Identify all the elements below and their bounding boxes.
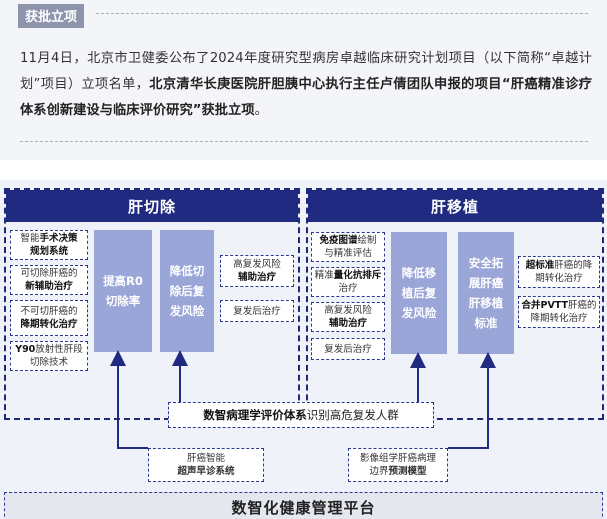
article-paragraph: 11月4日，北京市卫健委公布了2024年度研究型病房卓越临床研究计划项目（以下简… xyxy=(20,46,592,124)
box-bold-text: 预测模型 xyxy=(388,466,427,477)
right-zone xyxy=(306,188,604,420)
adjuvant-therapy-box-left: 高复发风险辅助治疗 xyxy=(220,255,294,287)
box-text: 影像组学肝癌病理 xyxy=(359,453,436,464)
big-box-line: 降低切 xyxy=(169,264,205,278)
tag-divider xyxy=(96,13,588,14)
big-box-line: 展肝癌 xyxy=(468,276,504,290)
box-text: 复发后治疗 xyxy=(324,343,372,355)
box-text: 边界 xyxy=(369,466,389,477)
box-bold-text: 新辅助治疗 xyxy=(25,281,73,292)
reduce-recurrence-transplant-box: 降低移植后复发风险 xyxy=(391,232,447,354)
big-box-line: 肝移植 xyxy=(468,296,504,310)
big-box-line: 发风险 xyxy=(401,306,437,320)
section-tag: 获批立项 xyxy=(18,4,85,28)
paragraph-text-1: 11月4日，北京市卫健委公布了2024年度研究型病房卓越临床研究计划项目（以下简… xyxy=(20,51,592,92)
box-bold-text: 手术决策 xyxy=(39,233,78,244)
box-text: 不可切肝癌的 xyxy=(20,306,78,317)
immune-map-box: 免疫图谱绘制与精准评估 xyxy=(311,232,385,262)
paragraph-bold-text: 北京清华长庚医院肝胆胰中心执行主任卢倩团队申报的项目“肝癌精准诊疗体系创新建设与… xyxy=(20,77,592,118)
y90-segmentectomy-box: Y90放射性肝段切除技术 xyxy=(10,341,88,371)
box-text: 高复发风险 xyxy=(233,259,281,270)
box-text: 肝癌的降期转化治疗 xyxy=(530,300,597,324)
beyond-criteria-downstaging-box: 超标准肝癌的降期转化治疗 xyxy=(518,256,600,288)
paragraph-divider xyxy=(20,141,588,142)
liver-cancer-diagram: 肝切除 肝移植 智能手术决策规划系统 可切除肝癌的新辅助治疗 不可切肝癌的降期转… xyxy=(0,180,607,519)
box-text: 高复发风险 xyxy=(324,305,372,316)
bar-bold-text: 数智病理学评价体系 xyxy=(203,408,307,422)
pvtt-downstaging-box: 合并PVTT肝癌的降期转化治疗 xyxy=(518,296,600,328)
big-box-line: 植后复 xyxy=(401,286,437,300)
box-bold-text: 超声早诊系统 xyxy=(177,466,235,477)
adjuvant-therapy-box-right: 高复发风险辅助治疗 xyxy=(311,302,385,332)
box-bold-text: 超标准 xyxy=(525,260,555,271)
box-bold-text: Y90 xyxy=(15,344,36,355)
box-bold-text: 辅助治疗 xyxy=(328,318,367,329)
box-text: 与精准评估 xyxy=(324,248,372,259)
box-text: 可切除肝癌的 xyxy=(20,268,78,279)
radiomics-prediction-box: 影像组学肝癌病理边界预测模型 xyxy=(348,448,448,482)
left-title: 肝切除 xyxy=(6,190,298,222)
paragraph-text-2: 。 xyxy=(254,103,268,118)
downstaging-therapy-box: 不可切肝癌的降期转化治疗 xyxy=(10,300,88,336)
box-text: 精准 xyxy=(314,270,334,281)
left-zone xyxy=(4,188,300,420)
box-bold-text: 量化抗排斥 xyxy=(333,270,382,281)
big-box-line: 提高R0 xyxy=(103,274,143,288)
flow-arrows xyxy=(110,350,496,449)
improve-r0-box: 提高R0 切除率 xyxy=(94,230,152,352)
box-text: 肝癌智能 xyxy=(186,453,225,464)
big-box-line: 降低移 xyxy=(401,266,437,280)
box-text: 治疗 xyxy=(338,283,358,294)
box-text: 智能 xyxy=(20,233,40,244)
digital-pathology-bar: 数智病理学评价体系识别高危复发人群 xyxy=(168,402,434,428)
box-text: 放射性肝段切除技术 xyxy=(29,344,83,368)
article-section: 获批立项 11月4日，北京市卫健委公布了2024年度研究型病房卓越临床研究计划项… xyxy=(0,0,607,160)
big-box-line: 除后复 xyxy=(169,284,205,298)
box-bold-text: 规划系统 xyxy=(29,246,68,257)
post-recurrence-therapy-box-left: 复发后治疗 xyxy=(220,300,294,322)
reduce-recurrence-resection-box: 降低切除后复发风险 xyxy=(160,230,214,352)
box-bold-text: 合并PVTT xyxy=(521,300,568,311)
box-bold-text: 降期转化治疗 xyxy=(20,319,78,330)
box-text: 肝癌的降期转化治疗 xyxy=(535,260,593,284)
big-box-line: 标准 xyxy=(474,316,498,330)
expand-transplant-criteria-box: 安全拓展肝癌肝移植标准 xyxy=(458,232,514,354)
right-title: 肝移植 xyxy=(308,190,602,222)
anti-rejection-box: 精准量化抗排斥治疗 xyxy=(311,267,385,297)
ultrasound-early-diagnosis-box: 肝癌智能超声早诊系统 xyxy=(148,448,264,482)
arrow-to-r0 xyxy=(110,350,148,449)
arrow-to-transplant-criteria xyxy=(448,352,496,449)
box-text: 复发后治疗 xyxy=(233,305,281,317)
big-box-line: 发风险 xyxy=(169,304,205,318)
neoadjuvant-therapy-box: 可切除肝癌的新辅助治疗 xyxy=(10,265,88,295)
box-bold-text: 辅助治疗 xyxy=(237,272,276,283)
box-text: 绘制 xyxy=(357,235,377,246)
box-bold-text: 免疫图谱 xyxy=(319,235,358,246)
health-management-platform: 数智化健康管理平台 xyxy=(4,492,603,519)
smart-surgery-planning-box: 智能手术决策规划系统 xyxy=(10,230,88,260)
big-box-line: 切除率 xyxy=(105,294,141,308)
big-box-line: 安全拓 xyxy=(468,256,504,270)
bar-text: 识别高危复发人群 xyxy=(306,408,399,422)
post-recurrence-therapy-box-right: 复发后治疗 xyxy=(311,338,385,360)
